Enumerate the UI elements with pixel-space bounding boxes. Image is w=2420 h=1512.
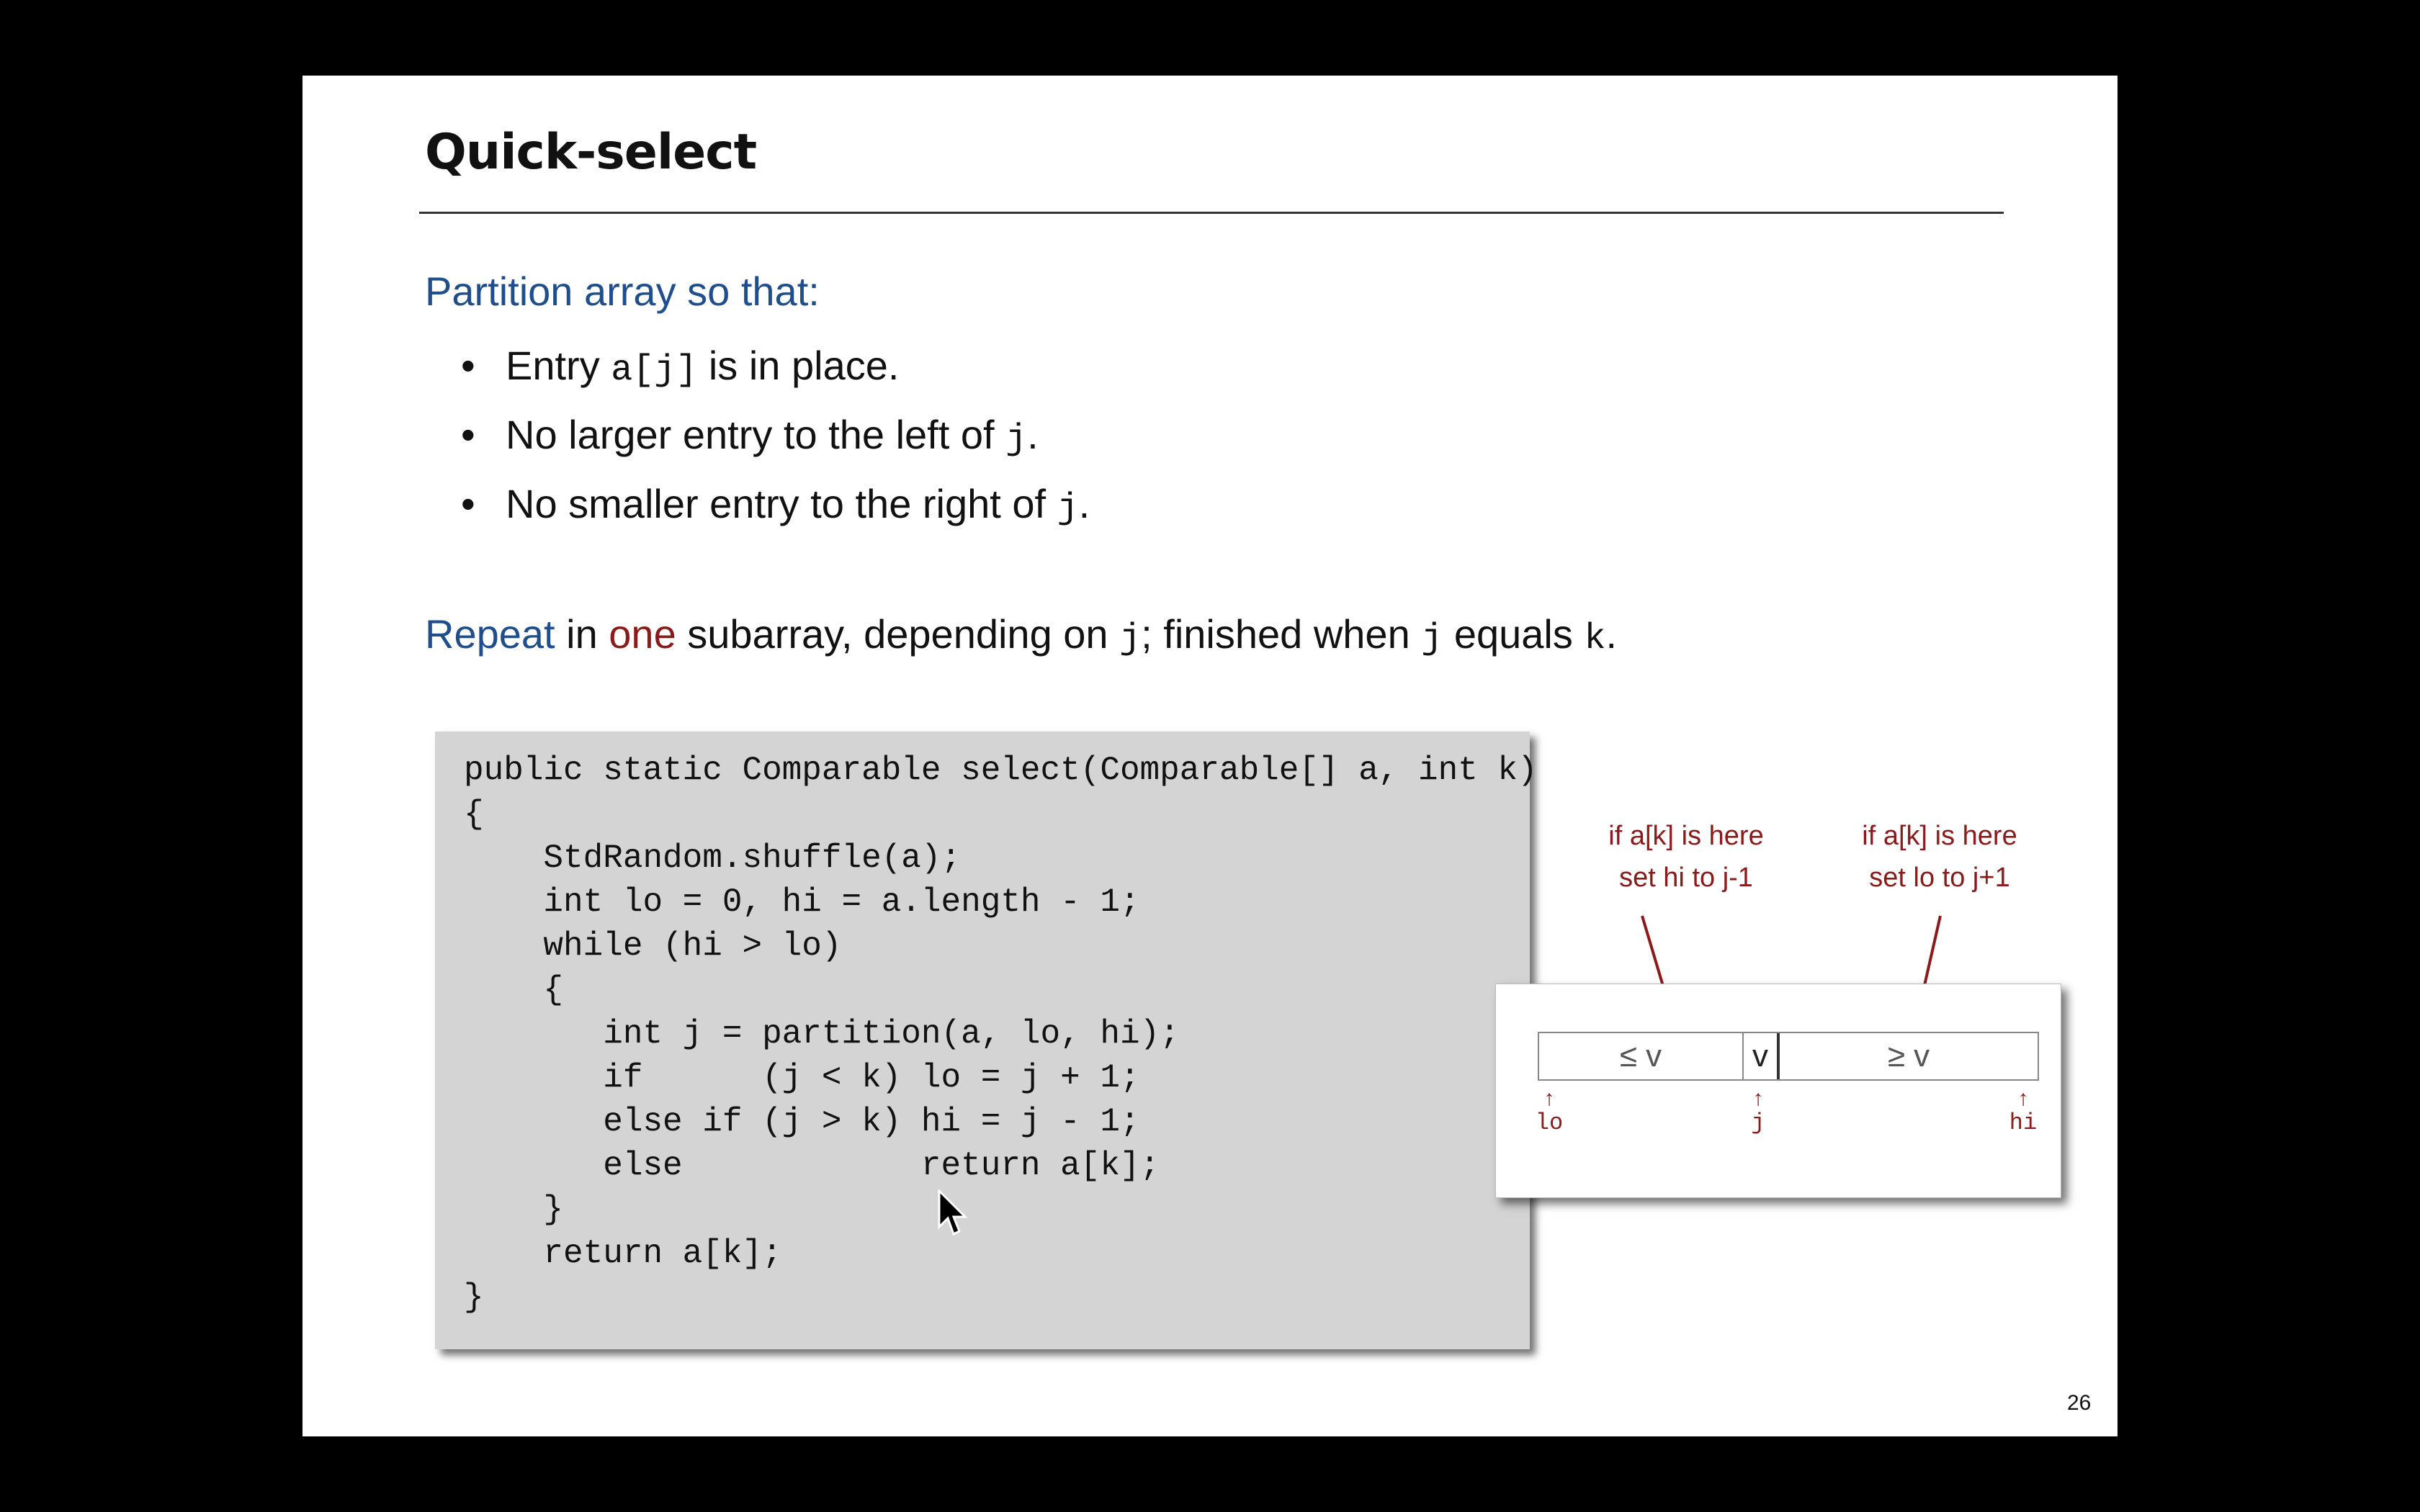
list-item: • No larger entry to the left of j. [461,400,1090,469]
bullet-icon: • [461,481,475,526]
repeat-sentence: Repeat in one subarray, depending on j; … [425,611,1617,660]
pointer-label: hi [2009,1110,2038,1136]
segment-less-equal: ≤ v [1539,1033,1744,1079]
sentence-text: . [1605,611,1618,657]
bullet-text: No larger entry to the left of [506,412,1006,457]
inline-code: k [1584,618,1606,660]
array-bar: ≤ v v ≥ v [1538,1032,2039,1081]
bullet-icon: • [461,343,475,388]
note-right-line1: if a[k] is here [1862,821,2017,851]
code-text: public static Comparable select(Comparab… [464,752,1538,1316]
pointer-lo: ↑ lo [1528,1086,1571,1137]
pointer-label: j [1751,1110,1765,1136]
sentence-text: subarray, depending on [676,611,1120,657]
partition-diagram: ≤ v v ≥ v ↑ lo ↑ j ↑ hi [1495,984,2061,1198]
inline-code: a[j] [611,350,698,391]
repeat-keyword: Repeat [425,611,555,657]
note-left-line1: if a[k] is here [1608,821,1764,851]
sentence-text: in [555,611,609,657]
sentence-text: ; finished when [1141,611,1422,657]
up-arrow-icon: ↑ [1543,1086,1555,1110]
slide-title: Quick-select [425,124,757,181]
bullet-text: . [1078,481,1090,526]
code-block: public static Comparable select(Comparab… [435,732,1538,1349]
pointer-label: lo [1535,1110,1564,1136]
bullet-text: Entry [506,343,611,388]
note-right: if a[k] is here set lo to j+1 [1821,815,2058,899]
inline-code: j [1005,419,1028,460]
bullet-list: • Entry a[j] is in place. • No larger en… [461,331,1090,539]
bullet-text: . [1027,412,1039,457]
page-number: 26 [2067,1391,2092,1415]
inline-code: j [1119,618,1142,660]
list-item: • No smaller entry to the right of j. [461,469,1090,539]
bullet-text: No smaller entry to the right of [506,481,1057,526]
note-left-line2: set hi to j-1 [1619,863,1753,893]
one-keyword: one [609,611,676,657]
bullet-text: is in place. [697,343,900,388]
inline-code: j [1057,488,1079,529]
up-arrow-icon: ↑ [1752,1086,1764,1110]
pointer-hi: ↑ hi [2002,1086,2045,1137]
list-item: • Entry a[j] is in place. [461,331,1090,400]
inline-code: j [1421,618,1443,660]
segment-pivot: v [1744,1033,1780,1079]
bullet-icon: • [461,412,475,457]
intro-text: Partition array so that: [425,269,820,314]
note-right-line2: set lo to j+1 [1869,863,2010,893]
segment-greater-equal: ≥ v [1887,1038,1930,1074]
up-arrow-icon: ↑ [2017,1086,2029,1110]
title-divider [419,212,2004,214]
sentence-text: equals [1443,611,1585,657]
note-left: if a[k] is here set hi to j-1 [1567,815,1805,899]
mouse-cursor-icon [938,1189,968,1236]
pointer-j: ↑ j [1736,1086,1780,1137]
